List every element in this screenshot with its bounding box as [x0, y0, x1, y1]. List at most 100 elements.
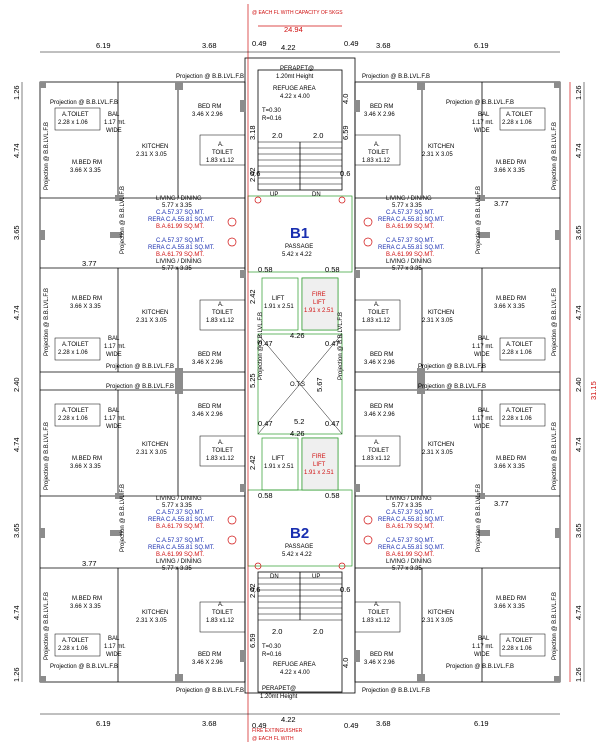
bal-bl: BAL	[108, 636, 120, 642]
dim-bottom-3: 0.49	[252, 721, 267, 730]
atoilet-bl: A.TOILET	[62, 638, 89, 644]
rera-mr2: RERA C.A.55.81 SQ.MT.	[378, 517, 445, 523]
unit-bottom-left: C.A.57.37 SQ.MT. RERA C.A.55.81 SQ.MT. B…	[58, 538, 235, 666]
stair-dim-top-1: 2.0	[272, 131, 282, 140]
dim-2-42-top: 2.42	[248, 167, 257, 182]
toilet-a-mr2: A.	[374, 440, 380, 446]
living-dim-mr2: 5.77 x 3.35	[392, 503, 422, 509]
kitchen-dim-tr: 2.31 X 3.05	[422, 152, 453, 158]
dn-top: DN	[312, 192, 321, 198]
kitchen-dim-ml2: 2.31 X 3.05	[136, 450, 167, 456]
rera-br: RERA C.A.55.81 SQ.MT.	[378, 545, 445, 551]
dim-left-8: 4.74	[12, 605, 21, 620]
living-tl: LIVING / DINING	[156, 196, 202, 202]
ca-br: C.A.57.37 SQ.MT.	[386, 538, 435, 544]
bal-ml2: BAL	[108, 408, 120, 414]
toilet-a-ml1: A.	[218, 302, 224, 308]
dim-left-7: 3.65	[12, 523, 21, 538]
toilet-dim-tr: 1.83 x1.12	[362, 158, 391, 164]
bed-ml2: BED RM	[198, 404, 221, 410]
building-walls	[39, 57, 561, 694]
staircase-bottom	[257, 571, 343, 693]
dim-3-77-r2: 3.77	[494, 499, 509, 508]
dim-5-25: 5.25	[248, 373, 257, 388]
dim-left-3: 3.65	[12, 225, 21, 240]
atoilet-ml1: A.TOILET	[62, 342, 89, 348]
dim-left-6: 4.74	[12, 437, 21, 452]
atoilet-ml2: A.TOILET	[62, 408, 89, 414]
dim-top-2: 3.68	[202, 41, 217, 50]
dim-0-6-top-l: 0.6	[250, 169, 260, 178]
dim-3-77-r: 3.77	[494, 199, 509, 208]
ca-ml2: C.A.57.37 SQ.MT.	[156, 510, 205, 516]
bal-wide-bl: WIDE	[106, 652, 122, 658]
toilet-dim-bl: 1.83 x1.12	[206, 618, 235, 624]
passage-dim-top: 5.42 x 4.22	[282, 252, 312, 258]
lift-top: LIFT	[272, 296, 285, 302]
living-br: LIVING / DINING	[386, 559, 432, 565]
ca-ml1: C.A.57.37 SQ.MT.	[156, 238, 205, 244]
projection-v5: Projection @ B.B.LVL.F.B	[44, 422, 50, 490]
lift-dim-top: 1.91 x 2.51	[264, 304, 294, 310]
mbed-tl: M.BED RM	[72, 160, 102, 166]
block-b1: B1	[290, 225, 309, 242]
dim-left-1: 1.26	[12, 85, 21, 100]
unit-bottom-right: C.A.57.37 SQ.MT. RERA C.A.55.81 SQ.MT. B…	[362, 538, 533, 666]
total-width: 24.94	[284, 25, 303, 34]
mbed-mr2: M.BED RM	[496, 456, 526, 462]
toilet-a-mr1: A.	[374, 302, 380, 308]
dim-3-77-l2: 3.77	[82, 559, 97, 568]
projection-11: Projection @ B.B.LVL.F.B	[176, 688, 244, 694]
dim-right-4: 4.74	[574, 305, 583, 320]
dim-left-5: 2.40	[12, 377, 21, 392]
toilet-br: TOILET	[368, 610, 389, 616]
living-dim-tr: 5.77 x 3.35	[392, 203, 422, 209]
living-dim-ml2: 5.77 x 3.35	[162, 503, 192, 509]
stair-dim-bottom-2: 2.0	[313, 627, 323, 636]
atoilet-dim-br: 2.28 x 1.06	[502, 646, 532, 652]
parapet-height-bottom: 1.20mt Height	[260, 694, 298, 700]
projection-v10: Projection @ B.B.LVL.F.B	[476, 186, 482, 254]
bal-wide-ml2: WIDE	[106, 424, 122, 430]
dim-top-1: 6.19	[96, 41, 111, 50]
bed-ml1: BED RM	[198, 352, 221, 358]
toilet-a-ml2: A.	[218, 440, 224, 446]
bed-bl: BED RM	[198, 652, 221, 658]
projection-v13: Projection @ B.B.LVL.F.B	[258, 312, 264, 380]
unit-mid-upper-right: C.A.57.37 SQ.MT. RERA C.A.55.81 SQ.MT. B…	[362, 238, 533, 366]
atoilet-dim-mr2: 2.28 x 1.06	[502, 416, 532, 422]
dimension-lines	[21, 51, 585, 715]
dim-4-0-bot: 4.0	[341, 658, 350, 668]
bal-dim-ml2: 1.17 mt.	[104, 416, 126, 422]
atoilet-dim-mr1: 2.28 x 1.06	[502, 350, 532, 356]
dim-4-0-top: 4.0	[341, 94, 350, 104]
rera-bl: RERA C.A.55.81 SQ.MT.	[148, 545, 215, 551]
dim-top-4: 4.22	[281, 43, 296, 52]
bed-tl: BED RM	[198, 104, 221, 110]
unit-mid-lower-left: BED RM 3.46 X 2.96 A.TOILET 2.28 x 1.06 …	[58, 404, 235, 530]
ots: O.T.S	[290, 382, 305, 388]
riser-bottom: R=0.16	[262, 652, 282, 658]
passage-top: PASSAGE	[285, 244, 313, 250]
dim-6-59-bot: 6.59	[248, 633, 257, 648]
core-labels: PERAPET@ 1.20mt Height REFUGE AREA 4.22 …	[82, 66, 509, 700]
dim-6-59-top: 6.59	[341, 125, 350, 140]
toilet-tr: TOILET	[368, 150, 389, 156]
living-tr: LIVING / DINING	[386, 196, 432, 202]
living-dim-ml1: 5.77 x 3.35	[162, 266, 192, 272]
bed-tr: BED RM	[370, 104, 393, 110]
rera-ml2: RERA C.A.55.81 SQ.MT.	[148, 517, 215, 523]
dim-0-58-c: 0.58	[258, 491, 273, 500]
living-ml1: LIVING / DINING	[156, 259, 202, 265]
core-outlines	[247, 195, 353, 567]
refuge-dim-bottom: 4.22 x 4.00	[280, 670, 310, 676]
projection-10: Projection @ B.B.LVL.F.B	[446, 664, 514, 670]
projection-v1: Projection @ B.B.LVL.F.B	[44, 122, 50, 190]
dim-top-5: 0.49	[344, 39, 359, 48]
bed-dim-br: 3.46 X 2.96	[364, 660, 395, 666]
projection-labels: Projection @ B.B.LVL.F.B Projection @ B.…	[50, 74, 514, 694]
kitchen-dim-br: 2.31 X 3.05	[422, 618, 453, 624]
kitchen-dim-tl: 2.31 X 3.05	[136, 152, 167, 158]
toilet-mr2: TOILET	[368, 448, 389, 454]
tread-bottom: T=0.30	[262, 644, 282, 650]
